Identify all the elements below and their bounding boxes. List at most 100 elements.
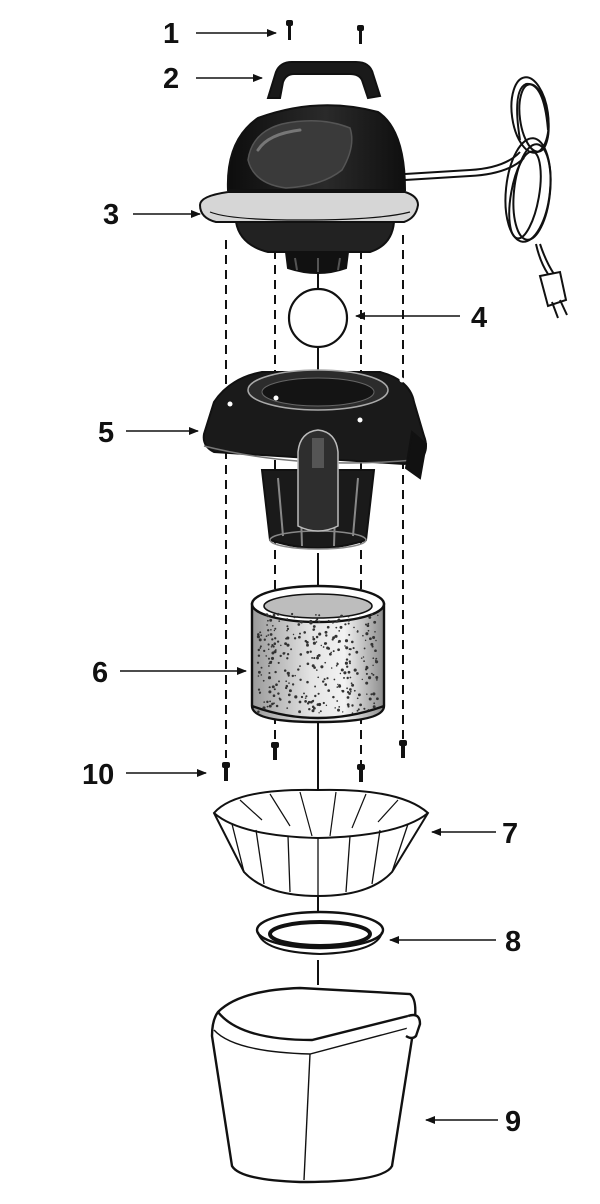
filter-speck: [372, 692, 376, 696]
filter-speck: [347, 615, 350, 618]
filter-speck: [303, 631, 306, 634]
filter-speck: [257, 688, 261, 691]
filter-speck: [363, 707, 366, 710]
filter-speck: [339, 672, 342, 675]
filter-speck: [268, 690, 272, 694]
filter-speck: [312, 637, 316, 641]
filter-speck: [318, 632, 322, 636]
filter-speck: [257, 710, 260, 714]
filter-speck: [337, 708, 340, 712]
filter-speck: [332, 636, 335, 640]
filter-speck: [293, 637, 297, 640]
cage-screw-inner-left: [271, 742, 279, 760]
filter-speck: [270, 656, 275, 660]
filter-speck: [356, 709, 359, 712]
filter-speck: [376, 697, 379, 701]
filter-speck: [278, 620, 281, 622]
filter-speck: [364, 639, 367, 642]
filter-speck: [286, 618, 289, 621]
filter-speck: [323, 678, 326, 681]
filter-speck: [286, 657, 289, 660]
filter-speck: [367, 709, 370, 711]
filter-speck: [334, 707, 336, 709]
filter-speck: [329, 652, 332, 656]
filter-speck: [371, 645, 374, 648]
filter-speck: [337, 618, 341, 622]
filter-speck: [284, 652, 286, 654]
filter-speck: [318, 712, 320, 714]
power-cord: [404, 76, 555, 275]
cage-screw-inner-right: [357, 764, 365, 782]
filter-speck: [347, 622, 350, 625]
filter-speck: [372, 657, 375, 660]
callout-4: 4: [471, 302, 487, 334]
filter-speck: [332, 695, 335, 699]
filter-speck: [327, 689, 331, 692]
filter-speck: [342, 711, 344, 713]
filter-speck: [351, 683, 355, 687]
filter-speck: [347, 705, 350, 708]
filter-speck: [361, 678, 364, 681]
filter-speck: [338, 639, 341, 643]
filter-speck: [353, 626, 355, 629]
filter-speck: [273, 688, 276, 691]
filter-speck: [316, 669, 318, 671]
filter-speck: [372, 635, 376, 640]
filter-speck: [353, 668, 357, 672]
filter-speck: [315, 619, 317, 622]
filter-speck: [320, 644, 323, 647]
filter-speck: [351, 712, 354, 714]
filter-speck: [345, 646, 349, 650]
filter-speck: [267, 643, 270, 646]
filter-speck: [271, 702, 274, 706]
callout-2: 2: [163, 63, 179, 95]
filter-speck: [300, 621, 303, 624]
filter-speck: [299, 678, 302, 682]
filter-speck: [326, 677, 329, 680]
filter-speck: [373, 620, 377, 624]
filter-speck: [312, 625, 316, 628]
filter-speck: [306, 643, 309, 647]
filter-speck: [375, 676, 379, 679]
part-8-retaining-ring: [255, 910, 385, 956]
filter-speck: [347, 670, 351, 674]
filter-speck: [312, 699, 315, 702]
filter-speck: [312, 628, 316, 631]
filter-speck: [357, 693, 361, 697]
filter-speck: [267, 619, 269, 622]
filter-speck: [309, 700, 313, 704]
filter-speck: [306, 650, 310, 654]
filter-speck: [256, 635, 260, 639]
filter-speck: [349, 688, 352, 691]
filter-speck: [344, 645, 346, 647]
filter-speck: [267, 676, 272, 680]
filter-speck: [293, 615, 296, 619]
filter-speck: [256, 661, 260, 664]
filter-speck: [341, 689, 345, 693]
filter-speck: [351, 704, 354, 707]
filter-speck: [285, 680, 288, 683]
filter-speck: [311, 705, 315, 709]
filter-speck: [336, 700, 339, 702]
filter-speck: [257, 675, 260, 677]
filter-speck: [367, 629, 370, 632]
filter-speck: [288, 689, 292, 693]
filter-speck: [267, 629, 270, 632]
filter-speck: [268, 704, 272, 708]
filter-speck: [284, 687, 287, 689]
part-1-lid-screws: [286, 20, 364, 44]
filter-speck: [313, 707, 316, 710]
filter-speck: [298, 710, 302, 714]
filter-speck: [297, 668, 300, 671]
filter-speck: [362, 634, 364, 637]
filter-speck: [274, 637, 277, 640]
filter-speck: [271, 624, 274, 627]
filter-speck: [350, 682, 353, 685]
filter-speck: [327, 619, 330, 622]
filter-speck: [257, 648, 261, 652]
filter-speck: [351, 640, 354, 644]
filter-speck: [338, 630, 341, 632]
filter-speck: [325, 642, 328, 645]
filter-speck: [322, 680, 325, 683]
